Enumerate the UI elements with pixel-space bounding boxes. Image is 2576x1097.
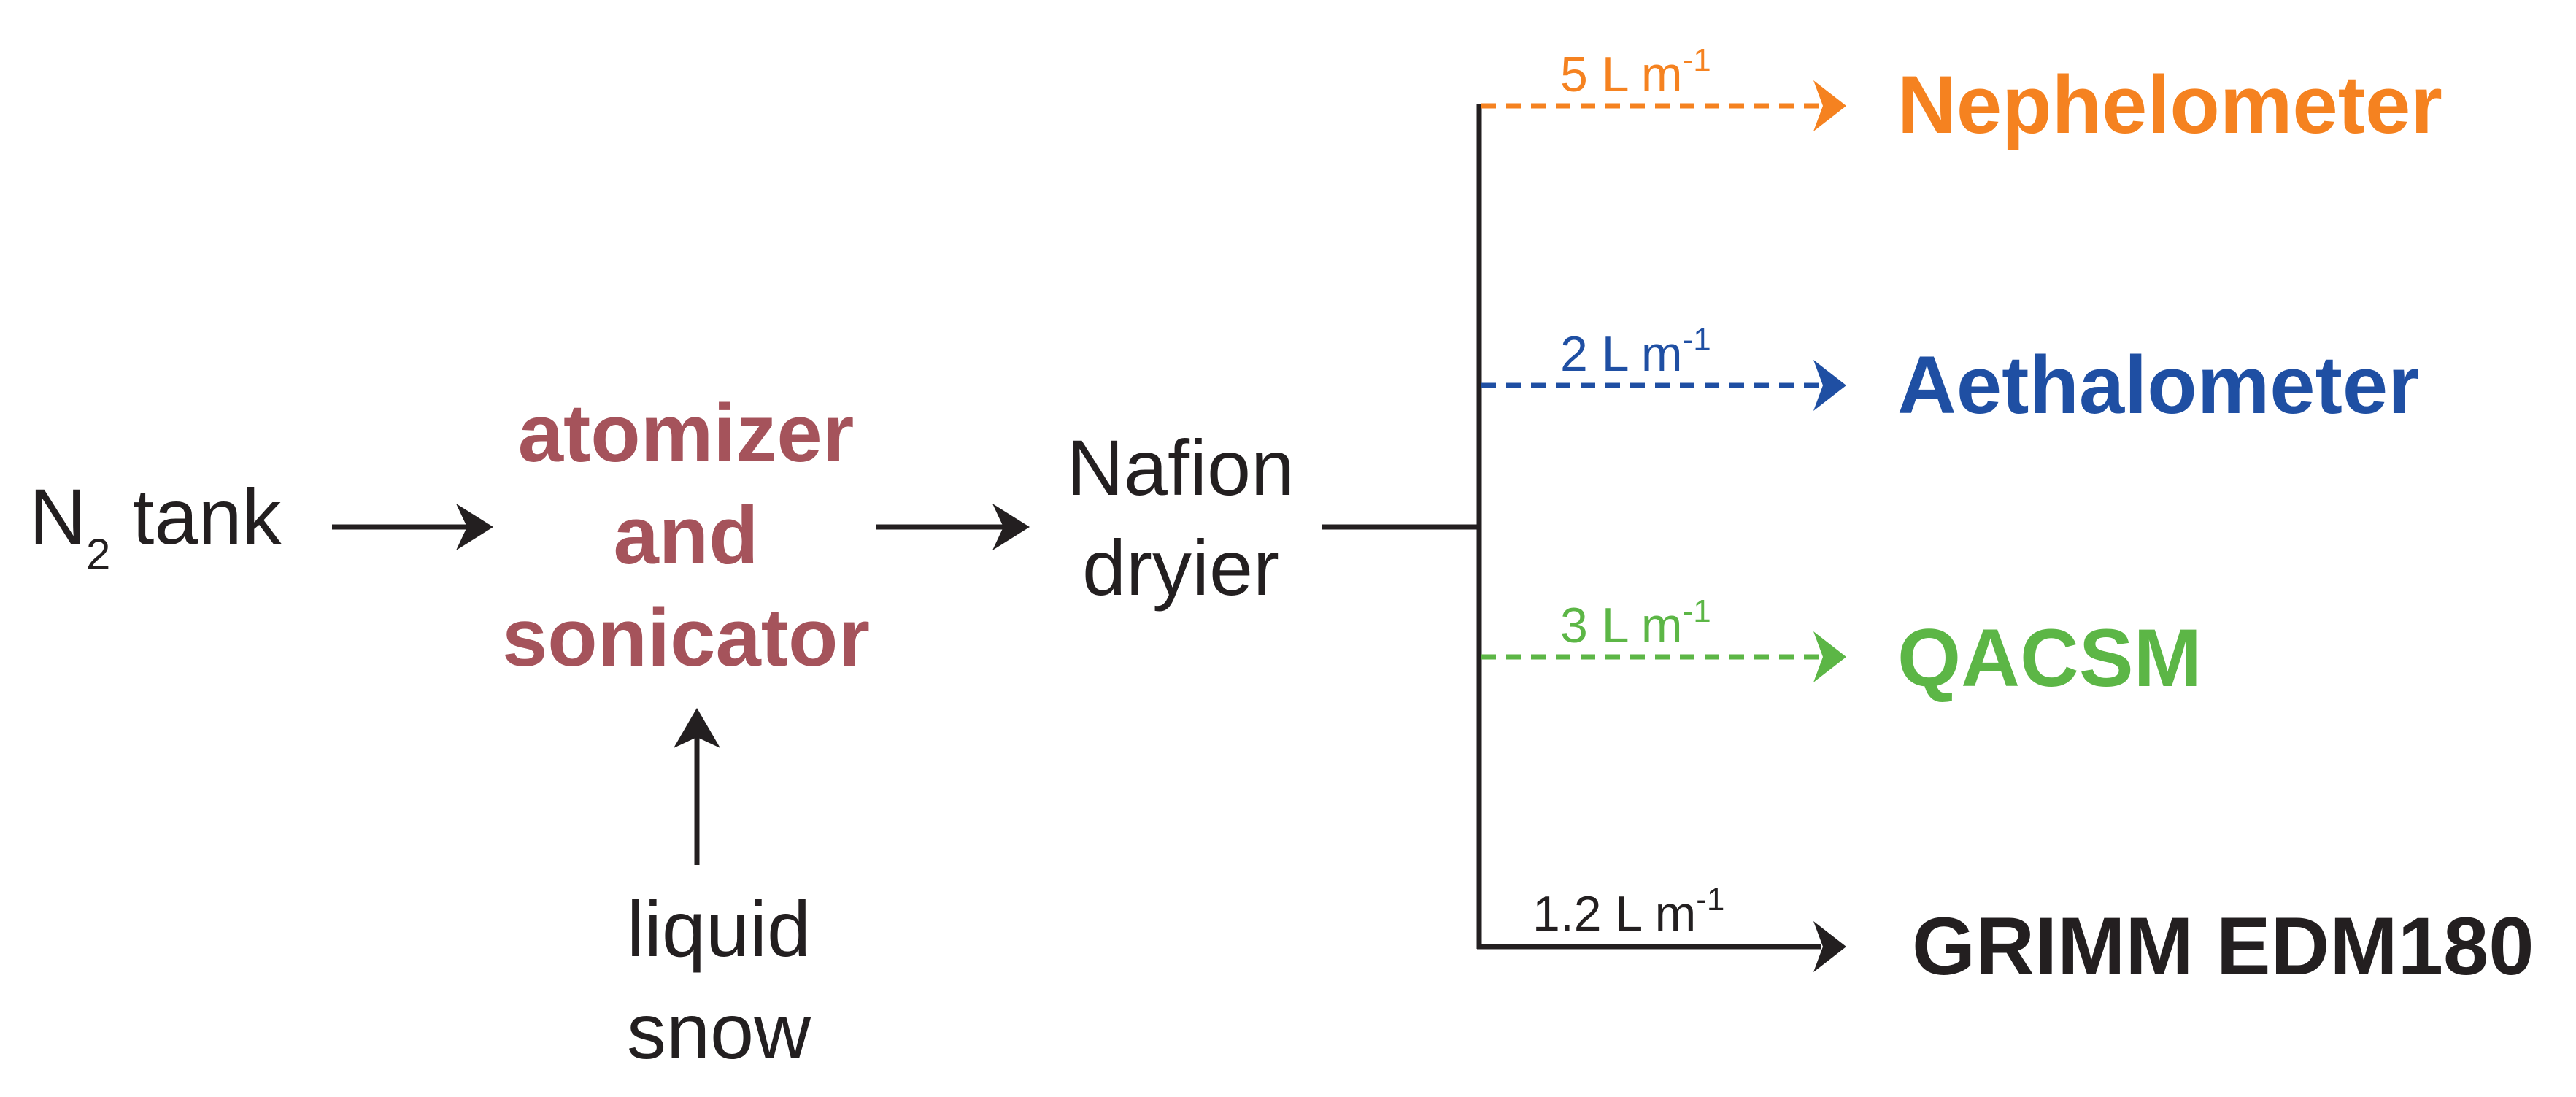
arrowhead — [1813, 80, 1846, 131]
arrow-atomizer-to-nafion — [876, 504, 1030, 550]
arrow-n2-to-atomizer — [332, 504, 493, 550]
flow-rate-label: 5 L m-1 — [1560, 42, 1711, 102]
branch-aethalometer: 2 L m-1 Aethalometer — [1481, 322, 2420, 431]
flow-rate-label: 2 L m-1 — [1560, 322, 1711, 382]
branch-nephelometer: 5 L m-1 Nephelometer — [1481, 42, 2442, 150]
arrowhead — [1813, 631, 1846, 682]
dryier-label: dryier — [1082, 523, 1279, 612]
branch-qacsm: 3 L m-1 QACSM — [1481, 593, 2202, 704]
instrument-name: Nephelometer — [1897, 59, 2442, 150]
arrowhead — [1813, 360, 1846, 411]
n2-tank-label: N2 tank — [29, 472, 282, 579]
snow-label: snow — [627, 987, 811, 1075]
branch-grimm: 1.2 L m-1 GRIMM EDM180 — [1477, 882, 2534, 992]
flow-rate-label: 1.2 L m-1 — [1532, 882, 1724, 942]
atomizer-sonicator-node: atomizer and sonicator — [502, 388, 870, 683]
instrument-name: GRIMM EDM180 — [1912, 901, 2534, 992]
instrument-name: Aethalometer — [1897, 339, 2420, 431]
atomizer-label: atomizer — [518, 388, 855, 479]
and-label: and — [613, 490, 758, 581]
sonicator-label: sonicator — [502, 592, 870, 683]
arrowhead — [1813, 921, 1846, 972]
flow-rate-label: 3 L m-1 — [1560, 593, 1711, 653]
arrow-snow-to-atomizer — [674, 708, 720, 865]
instrument-name: QACSM — [1897, 612, 2202, 704]
nafion-label: Nafion — [1067, 423, 1295, 512]
liquid-label: liquid — [627, 885, 811, 973]
